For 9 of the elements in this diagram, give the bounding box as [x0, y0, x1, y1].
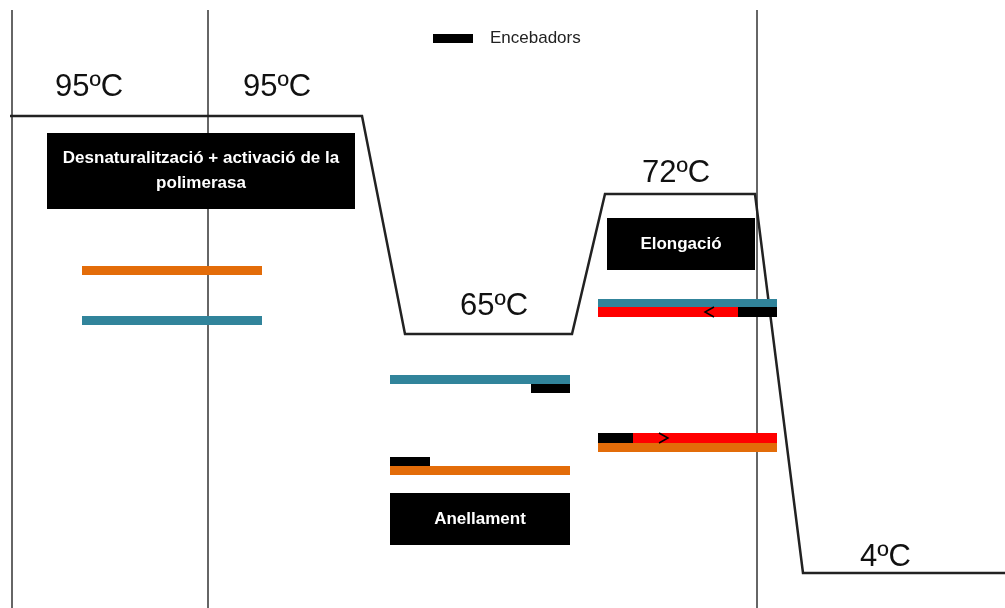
step-label-box: Elongació [607, 218, 755, 270]
temperature-label: 72ºC [642, 154, 711, 190]
legend-label: Encebadors [490, 28, 581, 48]
temperature-label: 65ºC [460, 287, 529, 323]
temperature-label: 95ºC [55, 68, 124, 104]
temperature-label: 95ºC [243, 68, 312, 104]
temperature-label: 4ºC [860, 538, 911, 574]
step-label-box: Desnaturalització + activació de la polimerasa [47, 133, 355, 209]
step-label-box: Anellament [390, 493, 570, 545]
